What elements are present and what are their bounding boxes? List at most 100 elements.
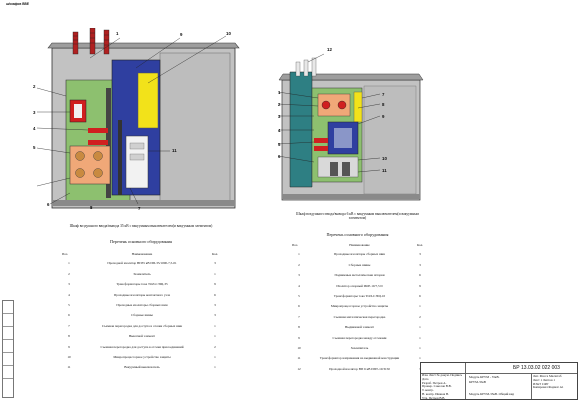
stamp-row: Лит. Масса Масштаб — [533, 374, 562, 378]
table-row: 9 Съемная перегородка для доступа в отсек… — [62, 342, 222, 352]
pos-cell: 11 — [297, 356, 301, 361]
name-cell: Трансформаторы тока ТОЛ-СЭЩ-10 — [333, 293, 386, 298]
name-cell: Съемная перегородка для доступа в отсеки… — [101, 323, 183, 328]
name-cell: Проходные изоляторы контактного узла — [113, 292, 171, 297]
table-row: 6 Сборные шины 3 — [62, 311, 222, 321]
pos-cell: 8 — [298, 325, 300, 330]
stamp-row: Разраб. Петров А. — [422, 380, 447, 385]
name-cell: Трансформатор напряжения на выдвижной ко… — [319, 356, 400, 361]
table-row: 12 Проходной изолятор ВП 6 кВ ИПТ-10/3150… — [292, 364, 427, 374]
stamp-row: Провер. Соколов В.В. — [422, 384, 452, 389]
table-row: 4 Изолятор опорный ИОР-10/7,5 II 9 — [292, 281, 427, 291]
name-cell: Трансформаторы тока ТОЛ-СЭЩ-35 — [116, 282, 168, 287]
left-callout-2: 2 — [33, 84, 36, 89]
qty-cell: 6 — [419, 293, 421, 298]
stamp-row: ИЭиТ СФУ — [533, 381, 549, 386]
stamp-row: Копировал Формат А1 — [533, 385, 564, 390]
qty-cell: 1 — [214, 323, 216, 328]
name-cell: Заземлитель — [350, 345, 369, 350]
left-col-pos: Поз. — [62, 251, 69, 256]
name-cell: Сборные шины — [131, 313, 153, 318]
right-callout-2: 2 — [278, 102, 281, 107]
qty-cell: 3 — [419, 262, 421, 267]
pos-cell: 9 — [298, 335, 300, 340]
qty-cell: 1 — [419, 325, 421, 330]
pos-cell: 6 — [298, 304, 300, 309]
qty-cell: 6 — [214, 292, 216, 297]
pos-cell: 9 — [68, 344, 70, 349]
right-col-name: Наименование — [349, 242, 370, 247]
pos-cell: 4 — [298, 283, 300, 288]
designation: БР 13.03.02 022 003 — [513, 365, 560, 371]
right-teal-compartment — [289, 71, 313, 188]
pos-cell: 2 — [68, 271, 70, 276]
left-roof-insulators — [72, 28, 110, 55]
qty-cell: 3 — [214, 302, 216, 307]
table-row: 3 Трансформаторы тока ТОЛ-СЭЩ-35 9 — [62, 280, 222, 290]
name-cell: Заземлитель — [133, 271, 151, 276]
qty-cell: 9 — [214, 282, 216, 287]
stamp-row: Н. контр. Иванов В. — [422, 391, 449, 396]
qty-cell: 3 — [214, 313, 216, 318]
name-cell: Съемная перегородка между отсеками — [332, 335, 387, 340]
name-cell: Съемная перегородка для доступа в отсеки… — [100, 344, 184, 349]
left-roof — [47, 42, 240, 49]
right-callout-7: 7 — [382, 92, 385, 97]
right-yellow-panel — [353, 91, 363, 123]
name-cell: Подвижные металлические шторки — [334, 273, 385, 278]
right-callout-6: 6 — [278, 154, 281, 159]
right-callout-3: 3 — [278, 114, 281, 119]
left-col-qty: Кол. — [211, 251, 219, 256]
name-cell: Проходные изоляторы сборных шин — [116, 302, 168, 307]
right-caption: Шкаф воздушного ввода/вывода 6 кВ с ваку… — [296, 212, 419, 220]
pos-cell: 3 — [298, 273, 300, 278]
pos-cell: 12 — [297, 366, 301, 371]
right-callout-4: 4 — [278, 128, 281, 133]
left-yellow-panel — [137, 72, 159, 129]
name-cell: Съемная металлическая перегородка — [333, 314, 386, 319]
qty-cell: 6 — [419, 273, 421, 278]
name-cell: Проходной изолятор ВП 6 кВ ИПТ-10/3150 — [329, 366, 390, 371]
name-cell: Микропроцессорное устройство защиты — [113, 354, 171, 359]
left-callout-11: 11 — [172, 148, 177, 153]
pos-cell: 5 — [298, 293, 300, 298]
right-callout-1: 1 — [278, 90, 281, 95]
pos-cell: 4 — [68, 292, 70, 297]
qty-cell: 1 — [419, 335, 421, 340]
right-callout-11: 11 — [382, 168, 387, 173]
right-callout-9: 9 — [382, 114, 385, 119]
left-col-name: Наименование — [131, 251, 153, 256]
pos-cell: 1 — [298, 252, 300, 257]
stamp-row: Лист 1 Листов 1 — [533, 377, 555, 382]
pos-cell: 3 — [68, 282, 70, 287]
pos-cell: 6 — [68, 313, 70, 318]
stamp-left-rows: Изм. Лист № докум. Подпись Дата Разраб. … — [422, 373, 465, 401]
table-row: 11 Трансформатор напряжения на выдвижной … — [292, 354, 427, 364]
qty-cell: 9 — [419, 283, 421, 288]
name-cell: Проходной изолятор ВП35 кВ ИП-35/1000-7,… — [107, 261, 177, 266]
qty-cell: 1 — [214, 365, 216, 370]
qty-cell: 3 — [419, 252, 421, 257]
qty-cell: 1 — [214, 354, 216, 359]
left-table-title: Перечень основного оборудования — [110, 239, 172, 244]
pos-cell: 1 — [68, 261, 70, 266]
right-table-title: Перечень основного оборудования — [326, 232, 389, 237]
name-cell: Проходные изоляторы сборных шин — [333, 252, 386, 257]
stamp-row: Т. контр. — [422, 388, 434, 393]
qty-cell: 1 — [214, 271, 216, 276]
pos-cell: 2 — [298, 262, 300, 267]
qty-cell: 1 — [419, 356, 421, 361]
name-cell: Изолятор опорный ИОР-10/7,5 II — [336, 283, 383, 288]
table-row: 2 Заземлитель 1 — [62, 269, 222, 279]
table-row: 1 Проходной изолятор ВП35 кВ ИП-35/1000-7… — [62, 259, 222, 269]
left-callout-10: 10 — [226, 31, 231, 36]
qty-cell: 2 — [214, 344, 216, 349]
pos-cell: 11 — [67, 365, 71, 370]
left-callout-8: 8 — [90, 205, 93, 210]
